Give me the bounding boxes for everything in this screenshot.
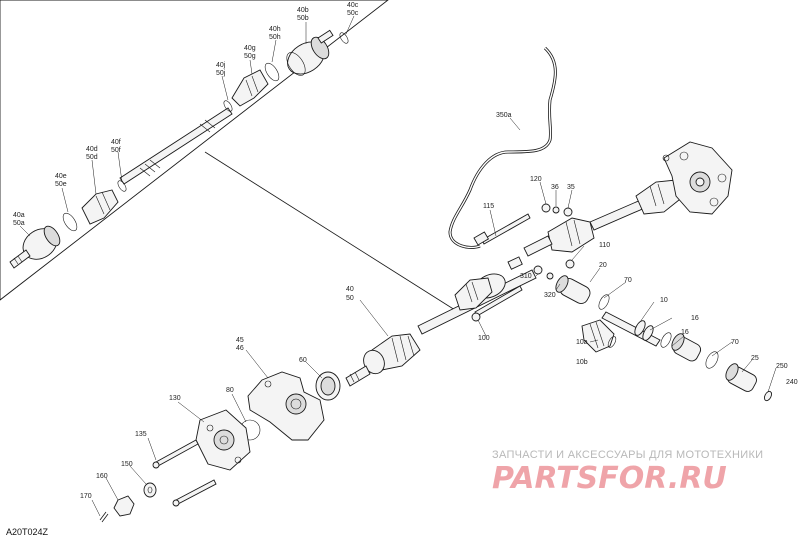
callout-240: 240 xyxy=(786,379,798,386)
callout-40e: 40e xyxy=(55,173,67,180)
callout-50b: 50b xyxy=(297,15,309,22)
callout-40h: 40h xyxy=(269,26,281,33)
main-drive-shaft xyxy=(345,256,537,387)
callout-70-b: 70 xyxy=(731,339,739,346)
callout-25: 25 xyxy=(751,355,759,362)
callout-320: 320 xyxy=(544,292,556,299)
callout-170: 170 xyxy=(80,493,92,500)
breather-hose xyxy=(448,46,557,249)
callout-40g: 40g xyxy=(244,45,256,52)
callout-135: 135 xyxy=(135,431,147,438)
callout-100: 100 xyxy=(478,335,490,342)
callout-250: 250 xyxy=(776,363,788,370)
diagram-reference-code: A20T024Z xyxy=(6,527,49,537)
callout-60: 60 xyxy=(299,357,307,364)
callout-50f: 50f xyxy=(111,147,121,154)
callout-36: 36 xyxy=(551,184,559,191)
callout-160: 160 xyxy=(96,473,108,480)
callout-70-a: 70 xyxy=(624,277,632,284)
callout-115: 115 xyxy=(483,203,494,210)
callout-110: 110 xyxy=(599,242,610,249)
callout-20: 20 xyxy=(599,262,607,269)
inset-drive-shaft xyxy=(9,29,349,269)
right-exploded-parts xyxy=(555,275,772,402)
callout-50d: 50d xyxy=(86,154,98,161)
callout-40a: 40a xyxy=(13,212,25,219)
leader-lines xyxy=(19,15,777,517)
differential-assembly xyxy=(473,141,733,280)
inset-connector-line xyxy=(204,151,456,311)
callout-50c: 50c xyxy=(347,10,359,17)
callout-50: 50 xyxy=(346,295,354,302)
callout-40d: 40d xyxy=(86,146,98,153)
callout-40b: 40b xyxy=(297,7,309,14)
callout-150: 150 xyxy=(121,461,133,468)
callout-16-b: 16 xyxy=(681,329,689,336)
inset-frame xyxy=(0,0,389,301)
callout-50j: 50j xyxy=(216,70,226,77)
callout-350a: 350a xyxy=(496,112,512,119)
callout-310: 310 xyxy=(520,273,532,280)
callout-16-a: 16 xyxy=(691,315,699,322)
callout-labels: 40b 50b 40c 50c 40h 50h 40g 50g 40j 50j … xyxy=(13,2,798,500)
callout-50a: 50a xyxy=(13,220,25,227)
callout-80: 80 xyxy=(226,387,234,394)
callout-40: 40 xyxy=(346,286,354,293)
callout-50h: 50h xyxy=(269,34,281,41)
watermark: ЗАПЧАСТИ И АКСЕССУАРЫ ДЛЯ МОТОТЕХНИКИ PA… xyxy=(492,449,763,496)
callout-46: 46 xyxy=(236,345,244,352)
callout-35: 35 xyxy=(567,184,575,191)
callout-120: 120 xyxy=(530,176,542,183)
watermark-tagline: ЗАПЧАСТИ И АКСЕССУАРЫ ДЛЯ МОТОТЕХНИКИ xyxy=(492,449,763,461)
callout-40c: 40c xyxy=(347,2,359,9)
callout-10b: 10b xyxy=(576,359,588,366)
callout-40j: 40j xyxy=(216,62,226,69)
watermark-brand: PARTSFOR.RU xyxy=(492,461,727,496)
callout-10: 10 xyxy=(660,297,668,304)
callout-10a: 10a xyxy=(576,339,588,346)
callout-45: 45 xyxy=(236,337,244,344)
knuckle-hub-assembly xyxy=(99,371,341,523)
callout-50g: 50g xyxy=(244,53,256,60)
callout-130: 130 xyxy=(169,395,181,402)
callout-40f: 40f xyxy=(111,139,121,146)
callout-50e: 50e xyxy=(55,181,67,188)
